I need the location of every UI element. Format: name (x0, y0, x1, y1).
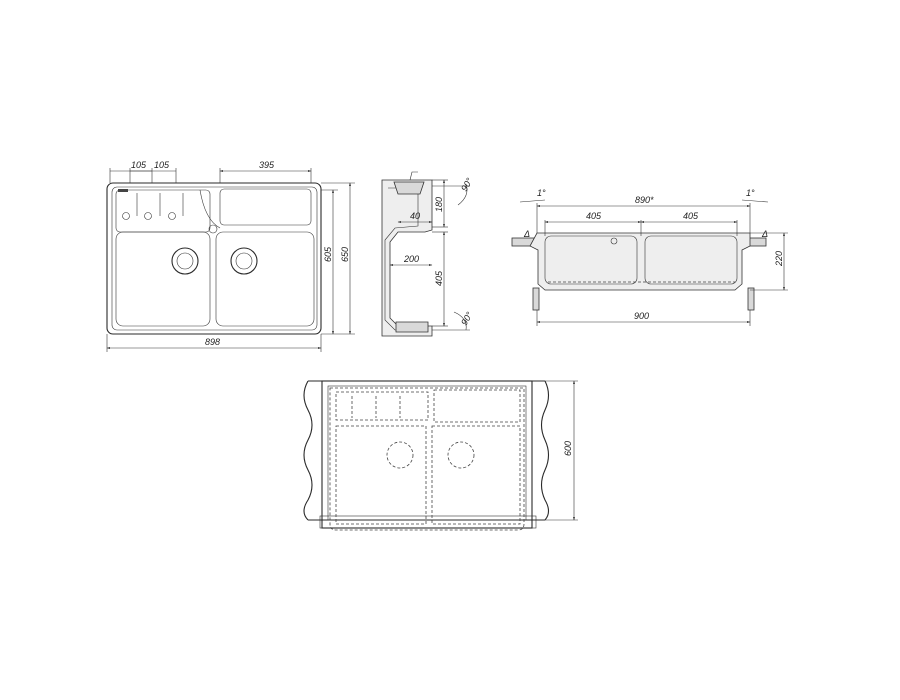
drainboard (115, 189, 211, 233)
side-rim-detail (409, 171, 418, 181)
sink-inner-rim (111, 186, 318, 331)
front-section-view: 1° 1° 890* 405 405 Δ Δ 220 900 (511, 188, 788, 326)
delta-left: Δ (523, 229, 530, 239)
delta-right: Δ (761, 229, 768, 239)
side-section-view: 90° 180 40 200 405 90° (381, 171, 475, 337)
dim-label-220: 220 (774, 251, 784, 267)
installation-view: 600 (303, 380, 578, 531)
hidden-upper-basin (433, 389, 521, 423)
base-plinth (319, 515, 537, 529)
worktop-break-right (540, 380, 550, 521)
left-bowl (544, 235, 638, 285)
overflow-hole (208, 224, 218, 234)
sink-section-outer (529, 232, 751, 291)
dim-label-200: 200 (403, 254, 419, 264)
upper-right-basin (219, 188, 312, 226)
dim-label-angle-bottom: 90° (459, 310, 475, 327)
left-basin (115, 231, 211, 327)
dim-label-605: 605 (323, 246, 333, 262)
cabinet-right-panel (747, 287, 755, 311)
dim-label-898: 898 (205, 337, 220, 347)
dim-label-405-side: 405 (434, 270, 444, 286)
dim-label-395: 395 (259, 160, 275, 170)
dim-label-180: 180 (434, 197, 444, 212)
right-drain-inner (235, 252, 253, 270)
hidden-drainer (335, 391, 429, 421)
dim-label-405-left: 405 (586, 211, 602, 221)
dim-label-slope-left: 1° (537, 188, 546, 198)
sink-hidden-outline (329, 387, 525, 531)
left-drain-outer (171, 247, 199, 275)
dim-label-105-b: 105 (154, 160, 170, 170)
hidden-left-drain (386, 441, 414, 469)
tap-hole-1 (122, 212, 130, 220)
dim-label-900: 900 (634, 311, 649, 321)
dim-label-650: 650 (340, 247, 350, 262)
dim-label-600: 600 (563, 441, 573, 456)
hidden-left-basin (335, 425, 427, 525)
cabinet-frame (321, 380, 533, 529)
top-view: 105 105 395 605 650 898 (106, 160, 355, 352)
tap-hole-2 (144, 212, 152, 220)
right-basin (215, 231, 315, 327)
dim-label-40: 40 (410, 211, 420, 221)
drainer-slope (199, 189, 221, 229)
dim-label-slope-right: 1° (746, 188, 755, 198)
dim-label-angle-top: 90° (459, 176, 475, 193)
left-drain-inner (176, 252, 194, 270)
worktop-break-left (303, 380, 313, 521)
tap-hole-3 (168, 212, 176, 220)
cabinet-left-panel (532, 287, 540, 311)
side-top-hatch (393, 181, 425, 195)
side-bottom-hatch (395, 321, 429, 333)
hidden-right-drain (447, 441, 475, 469)
dim-label-405-right: 405 (683, 211, 699, 221)
right-bowl (644, 235, 738, 285)
dim-label-890: 890* (635, 195, 654, 205)
sink-outline (106, 182, 322, 335)
right-drain-outer (230, 247, 258, 275)
sink-cutout (327, 385, 527, 521)
logo-mark (118, 189, 128, 192)
dim-label-105-a: 105 (131, 160, 147, 170)
hidden-right-basin (431, 425, 521, 525)
overflow-mark (610, 237, 618, 245)
